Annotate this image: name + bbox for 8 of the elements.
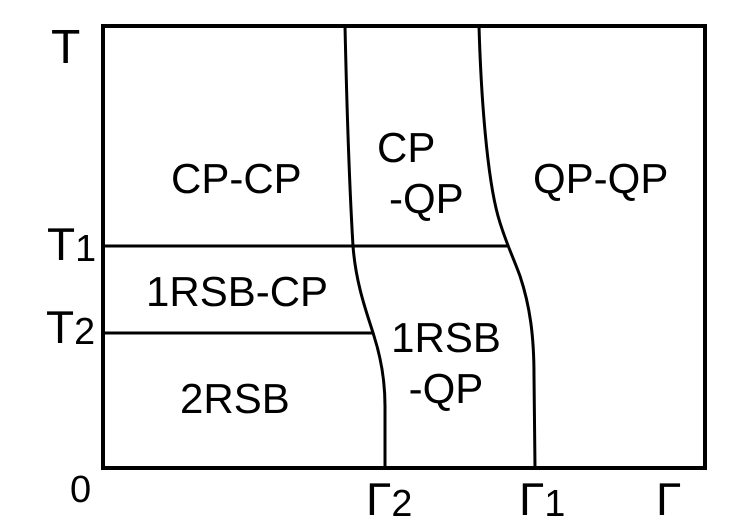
phase-label: CP-CP: [171, 160, 302, 198]
axis-label: Γ: [656, 479, 682, 521]
axis-label: T: [51, 26, 80, 69]
tick-label: 0: [70, 472, 92, 507]
phase-label: 2RSB: [180, 380, 290, 418]
phase-label: 1RSB-CP: [146, 272, 328, 310]
phase-label: 1RSB -QP: [390, 313, 502, 414]
phase-label: CP -QP: [377, 123, 465, 224]
